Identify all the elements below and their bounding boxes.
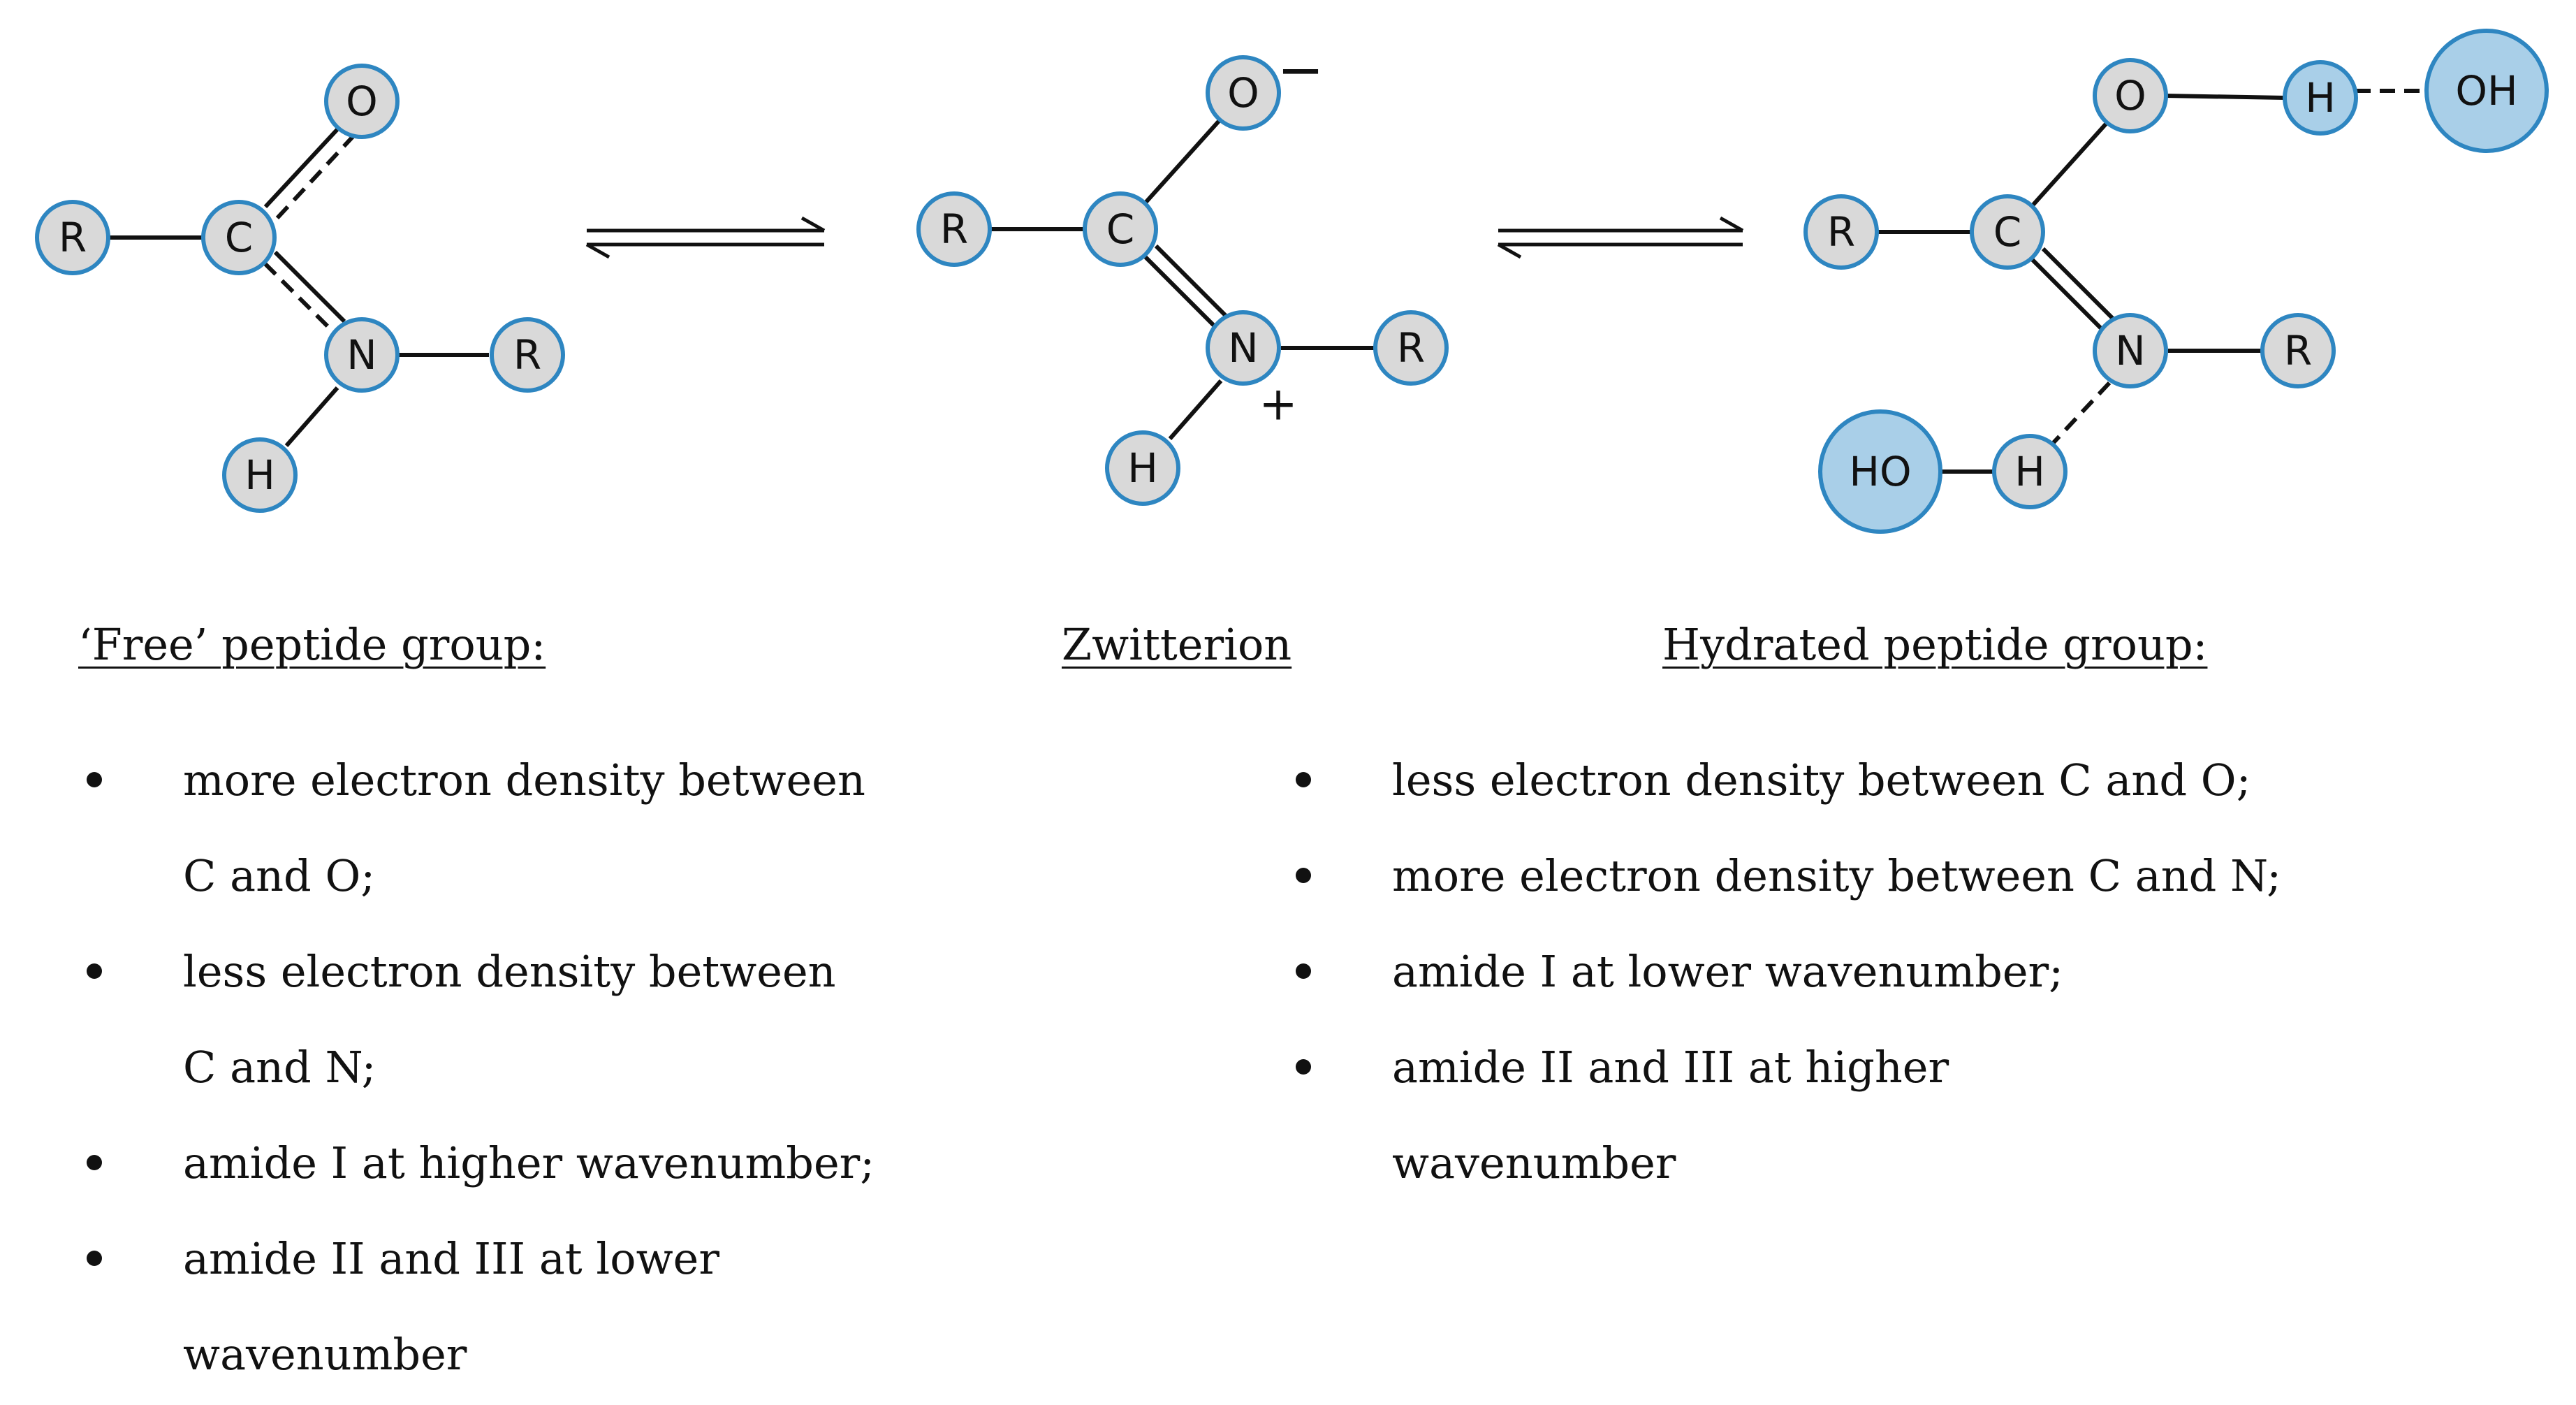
free-peptide-structure: R C O N R H [35,64,565,513]
svg-text:H: H [2014,448,2045,495]
list-item: amide II and III at higher wavenumber [1287,1019,2035,1211]
bond-n-h [1168,379,1223,440]
atom-r-left: R [1803,194,1879,270]
bond-c-n-double [2030,247,2115,332]
structures-diagram: R C O N R H [35,29,2549,534]
bond-o-h-top [2165,94,2286,100]
atom-r-right: R [490,317,565,393]
svg-text:N: N [2115,327,2145,374]
list-item: amide I at higher wavenumber; [78,1115,881,1211]
water-oh-top: OH [2424,29,2549,153]
svg-text:R: R [59,214,87,261]
svg-text:N: N [346,331,376,379]
atom-o: O [1206,55,1281,131]
bond-c-o-single [2030,119,2110,208]
svg-text:OH: OH [2455,67,2517,115]
atom-r-right: R [1373,310,1449,386]
hydrated-peptide-structure: R C O H OH N R [1803,29,2549,534]
atom-n: N [1206,310,1281,386]
caption-zwitterion: Zwitterion [1062,619,1292,670]
bond-c-n-double [1143,244,1228,329]
atom-o: O [324,64,400,139]
bond-n-h [284,386,339,447]
bond-c-o-single [1143,117,1223,205]
atom-r-right: R [2260,313,2336,388]
atom-h-top: H [2283,60,2358,136]
svg-text:C: C [1106,205,1135,253]
svg-text:R: R [1397,324,1425,372]
svg-text:N: N [1228,324,1258,372]
caption-free-peptide: ‘Free’ peptide group: [78,619,546,670]
svg-text:HO: HO [1849,448,1911,495]
svg-text:C: C [1993,208,2022,256]
svg-text:R: R [2284,327,2312,374]
negative-charge: − [1277,38,1324,103]
atom-o: O [2093,58,2168,133]
svg-text:H: H [2305,74,2336,122]
list-item: less electron density between C and O; [1287,732,2335,828]
atom-h-bottom: H [1992,434,2068,509]
list-item: amide I at lower wavenumber; [1287,924,2335,1019]
caption-hydrated-peptide: Hydrated peptide group: [1662,619,2208,670]
zwitterion-structure: R C O − N + R H [916,38,1449,506]
atom-r-left: R [916,191,992,267]
bond-c-o-partial-double [263,116,362,220]
svg-text:O: O [346,78,378,125]
atom-c: C [201,200,277,275]
water-ho-bottom: HO [1818,409,1942,534]
free-peptide-properties: more electron density between C and O; l… [78,732,881,1402]
svg-text:O: O [2114,72,2146,119]
equilibrium-arrow-1 [585,216,826,259]
list-item: more electron density between C and N; [1287,828,2335,924]
svg-text:R: R [1827,208,1855,256]
svg-text:R: R [940,205,968,253]
atom-h: H [222,437,298,513]
hydrogen-bond-n-h [2046,381,2112,451]
atom-n: N [324,317,400,393]
hydrated-peptide-properties: less electron density between C and O; m… [1287,732,2335,1211]
list-item: less electron density between C and N; [78,924,881,1115]
list-item: amide II and III at lower wavenumber [78,1211,881,1402]
positive-charge: + [1259,377,1297,431]
svg-text:C: C [225,214,254,261]
svg-text:H: H [1127,444,1158,492]
svg-text:R: R [513,331,541,379]
atom-c: C [1970,194,2045,270]
svg-text:H: H [244,451,275,499]
equilibrium-arrow-2 [1497,216,1744,259]
list-item: more electron density between C and O; [78,732,881,924]
bond-c-n-partial-double [263,250,346,335]
atom-n: N [2093,313,2168,388]
atom-r-left: R [35,200,110,275]
svg-text:O: O [1227,69,1259,117]
atom-h: H [1105,430,1180,506]
atom-c: C [1083,191,1158,267]
